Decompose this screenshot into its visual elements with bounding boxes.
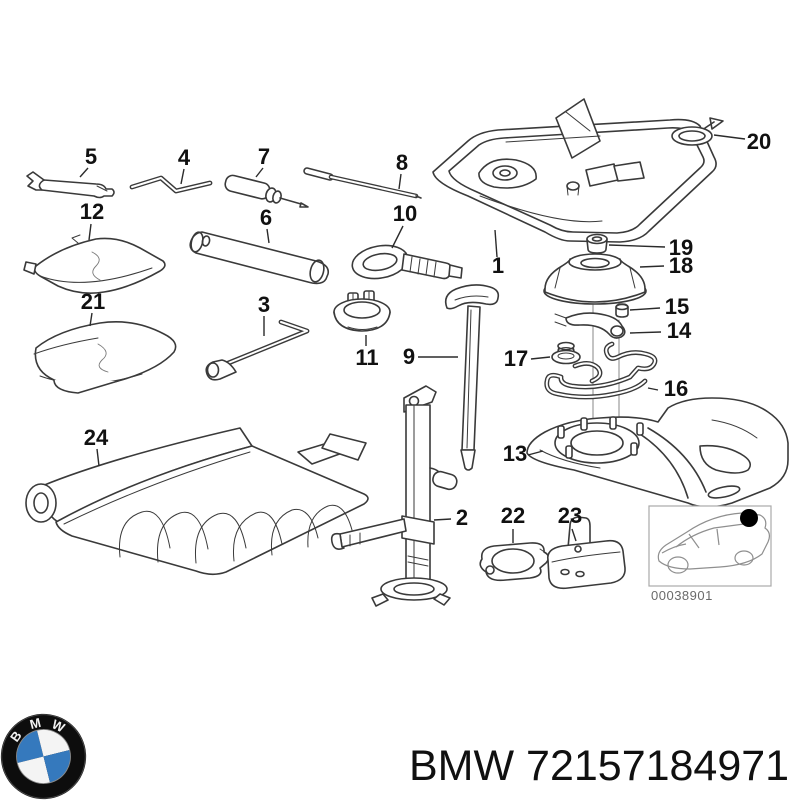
part-5-wrench-drawing — [26, 171, 115, 199]
part-2-jack-drawing — [330, 385, 458, 607]
part-6-tube-drawing — [189, 231, 330, 285]
callout-21: 21 — [81, 289, 105, 314]
part-7-screwdriver-drawing — [224, 174, 309, 208]
thumbnail-code: 00038901 — [651, 588, 713, 603]
callout-18: 18 — [669, 253, 693, 278]
part-11-cap-drawing — [333, 290, 391, 332]
part-14-lever-drawing — [554, 312, 626, 339]
brand-part-number: BMW 72157184971 — [409, 742, 790, 790]
location-dot — [740, 509, 758, 527]
bmw-roundel-group: B M W — [0, 713, 87, 800]
part-9-rod-drawing — [444, 284, 500, 471]
callout-14: 14 — [667, 318, 692, 343]
diagram-line-art — [23, 98, 789, 607]
part-8-rod-drawing — [303, 167, 422, 199]
callout-23: 23 — [558, 503, 582, 528]
callout-8: 8 — [396, 150, 408, 175]
callout-24: 24 — [84, 425, 109, 450]
car-location-thumbnail: 00038901 — [648, 505, 772, 603]
callout-10: 10 — [393, 201, 417, 226]
part-19-nut-drawing — [586, 233, 608, 254]
callout-22: 22 — [501, 503, 525, 528]
roundel-quadrant-blue-br — [43, 749, 71, 783]
car-outline-drawing — [657, 512, 771, 574]
callout-labels: 5 4 7 8 20 12 6 10 1 19 18 21 3 15 14 11… — [80, 129, 771, 530]
callout-17: 17 — [504, 346, 528, 371]
callout-1: 1 — [492, 253, 504, 278]
roundel-quadrant-white-tr — [36, 729, 70, 757]
part-10-towing-eye-drawing — [351, 244, 463, 280]
parts-diagram: 5 4 7 8 20 12 6 10 1 19 18 21 3 15 14 11… — [23, 98, 789, 607]
part-3-lug-wrench-drawing — [205, 319, 310, 381]
callout-12: 12 — [80, 199, 104, 224]
callout-9: 9 — [403, 344, 415, 369]
part-4-hex-key-drawing — [129, 175, 213, 194]
roundel-letter-m: M — [28, 715, 42, 732]
leader-lines — [79, 134, 746, 543]
callout-19: 19 — [669, 235, 693, 260]
callout-4: 4 — [178, 145, 191, 170]
roundel-quadrant-blue-tl — [16, 730, 44, 764]
callout-6: 6 — [260, 205, 272, 230]
part-15-nut-drawing — [615, 303, 629, 318]
callout-15: 15 — [665, 294, 689, 319]
part-1-tool-tray-drawing — [432, 98, 717, 243]
part-20-ring-drawing — [671, 117, 724, 146]
callout-2: 2 — [456, 505, 468, 530]
part-22-gasket-drawing — [479, 542, 550, 582]
part-12-bag-drawing — [23, 234, 166, 294]
callout-11: 11 — [355, 345, 378, 370]
part-13-well-insert-drawing — [526, 397, 789, 508]
part-17-grommet-drawing — [551, 341, 581, 365]
callout-20: 20 — [747, 129, 771, 154]
part-23-clamp-drawing — [546, 516, 626, 590]
callout-5: 5 — [85, 144, 97, 169]
part-18-dome-drawing — [543, 253, 647, 305]
callout-7: 7 — [258, 144, 270, 169]
callout-13: 13 — [503, 441, 527, 466]
part-16-wire-retainer-drawing — [544, 341, 658, 400]
callout-3: 3 — [258, 292, 270, 317]
part-21-pouch-drawing — [33, 321, 177, 394]
part-24-tool-roll-drawing — [25, 427, 369, 576]
callout-16: 16 — [664, 376, 688, 401]
roundel-quadrant-white-bl — [17, 756, 51, 784]
bmw-logo: B M W — [0, 713, 87, 800]
